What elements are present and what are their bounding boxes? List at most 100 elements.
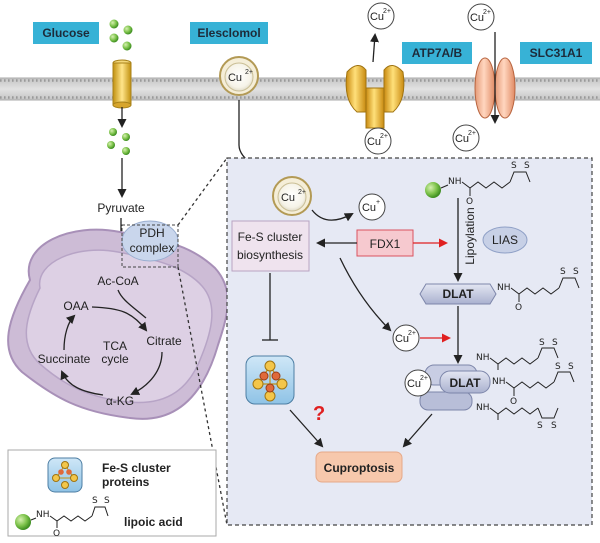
dlat-oligomer: DLAT Cu 2+ (404, 364, 491, 411)
svg-text:S: S (524, 161, 530, 171)
dlat-oligomer-label: DLAT (449, 376, 481, 390)
svg-text:2+: 2+ (408, 330, 416, 337)
lias-badge: LIAS (482, 226, 528, 254)
atp7-label: ATP7A/B (412, 46, 463, 60)
legend-fes-label-1: Fe-S cluster (102, 461, 171, 475)
svg-text:Cu: Cu (470, 12, 484, 24)
svg-text:Cu: Cu (455, 133, 469, 145)
svg-text:S: S (539, 338, 545, 348)
pyruvate-label: Pyruvate (97, 201, 145, 215)
svg-text:S: S (573, 267, 579, 277)
fes-biosynthesis-label-1: Fe-S cluster (238, 230, 303, 244)
svg-text:S: S (92, 496, 98, 506)
arrow-fes-cuproptosis (289, 409, 324, 448)
svg-text:S: S (552, 338, 558, 348)
svg-text:Cu: Cu (362, 202, 376, 214)
tca-cycle-arrows (60, 289, 163, 396)
succinate-label: Succinate (38, 352, 91, 366)
cuproptosis-label: Cuproptosis (324, 461, 395, 475)
arrow-dlat-cuproptosis (402, 413, 433, 448)
svg-text:NH: NH (476, 353, 490, 363)
tca-label: TCA (103, 339, 127, 353)
glucose-molecules-outside (109, 19, 133, 51)
atp7-transporter (345, 65, 405, 129)
lipoylation-label: Lipoylation (463, 207, 477, 264)
svg-text:O: O (510, 397, 517, 407)
legend-fes-label-2: proteins (102, 475, 150, 489)
svg-text:S: S (551, 421, 557, 431)
oaa-label: OAA (63, 299, 88, 313)
svg-text:S: S (560, 267, 566, 277)
fes-biosynthesis-box: Fe-S cluster biosynthesis (231, 220, 310, 272)
dlat-label: DLAT (442, 287, 474, 301)
pdh-complex-label: complex (130, 241, 175, 255)
glucose-transporter (112, 59, 132, 109)
cuproptosis-box: Cuproptosis (315, 451, 403, 483)
elesclomol-cu-complex-outside: Cu 2+ (219, 56, 259, 96)
svg-text:2+: 2+ (468, 130, 476, 137)
svg-text:S: S (511, 161, 517, 171)
svg-text:O: O (515, 303, 522, 313)
fes-protein-icon (245, 355, 295, 405)
elesclomol-label: Elesclomol (197, 26, 260, 40)
slc31a1-label: SLC31A1 (530, 46, 583, 60)
elesclomol-label-box: Elesclomol (190, 22, 268, 44)
pdh-dashed-box (121, 224, 179, 268)
citrate-label: Citrate (146, 334, 182, 348)
arrow-atp7-out (369, 33, 379, 63)
elesclomol-cu-complex-inside: Cu 2+ (272, 176, 312, 216)
svg-text:S: S (104, 496, 110, 506)
svg-text:Cu: Cu (370, 11, 384, 23)
atp7-label-box: ATP7A/B (402, 42, 472, 64)
dlat-oligomer-chains: NH S S NH O S S NH S S (476, 338, 575, 431)
svg-text:Cu: Cu (228, 72, 242, 84)
svg-text:Cu: Cu (367, 136, 381, 148)
legend-box (7, 449, 217, 537)
svg-text:NH: NH (492, 377, 506, 387)
pdh-complex: PDH complex (121, 220, 179, 262)
lipoic-acid-top: NH O S S (425, 161, 531, 207)
svg-text:NH: NH (448, 177, 462, 187)
glucose-label: Glucose (42, 26, 90, 40)
dlat-single: DLAT (419, 283, 497, 305)
svg-text:O: O (466, 197, 473, 207)
svg-text:S: S (568, 362, 574, 372)
svg-text:2+: 2+ (483, 9, 491, 16)
svg-text:2+: 2+ (380, 133, 388, 140)
dlat-lipoyl-chain: NH O S S (497, 267, 580, 313)
inhibition-line (262, 273, 278, 341)
glucose-molecules-inside (107, 128, 130, 155)
svg-text:O: O (53, 529, 60, 539)
cu-atp7-bottom: Cu 2+ (364, 127, 392, 155)
svg-text:NH: NH (476, 403, 490, 413)
svg-text:Cu: Cu (395, 333, 409, 345)
svg-text:Cu: Cu (281, 192, 295, 204)
svg-text:S: S (537, 421, 543, 431)
svg-text:Cu: Cu (407, 378, 421, 390)
mitochondrion (7, 228, 229, 420)
svg-text:+: + (376, 199, 380, 206)
question-mark: ? (313, 403, 325, 425)
fes-biosynthesis-label-2: biosynthesis (237, 248, 303, 262)
svg-text:2+: 2+ (245, 69, 253, 76)
fdx1-box: FDX1 (356, 229, 414, 257)
pdh-label: PDH (139, 226, 164, 240)
slc31a1-label-box: SLC31A1 (520, 42, 592, 64)
legend-fes-icon (47, 457, 83, 493)
svg-text:2+: 2+ (383, 8, 391, 15)
akg-label: α-KG (106, 394, 134, 408)
arrow-to-cu-plus (311, 209, 354, 222)
cu-2plus-center: Cu 2+ (392, 324, 420, 352)
svg-text:NH: NH (497, 283, 511, 293)
accoa-label: Ac-CoA (97, 274, 138, 288)
legend-lipoic-label: lipoic acid (124, 515, 183, 529)
cu-plus: Cu + (358, 193, 386, 221)
svg-text:2+: 2+ (298, 189, 306, 196)
cu-slc-top: Cu 2+ (467, 3, 495, 31)
svg-text:S: S (555, 362, 561, 372)
svg-text:2+: 2+ (420, 375, 428, 382)
fdx1-label: FDX1 (370, 237, 401, 251)
legend-lipoic-icon: NH O S S (15, 496, 110, 539)
glucose-label-box: Glucose (33, 22, 99, 44)
